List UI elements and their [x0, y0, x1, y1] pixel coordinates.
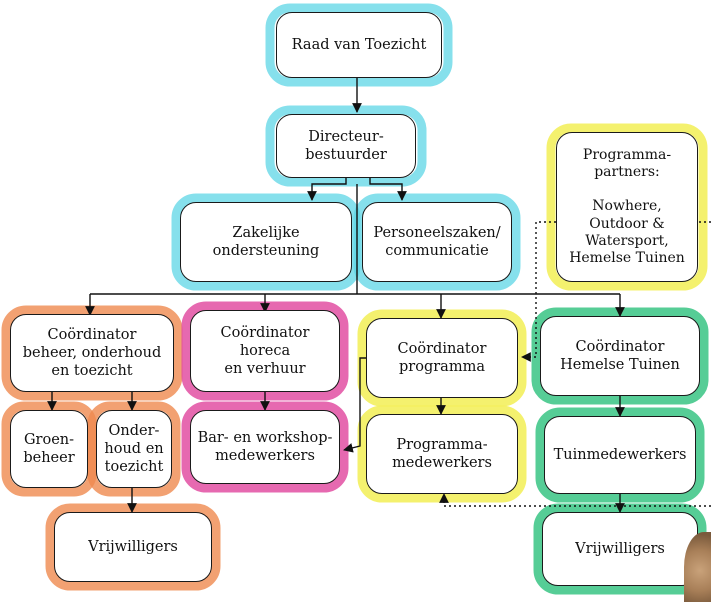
halo-raad: [265, 3, 453, 87]
node-vrijwilligers-right: Vrijwilligers: [542, 512, 698, 586]
halo-partners: [546, 123, 708, 291]
node-coordinator-programma: Coördinator programma: [366, 318, 518, 398]
arrow-directeur-zakelijk: [307, 178, 347, 201]
node-directeur-bestuurder: Directeur- bestuurder: [276, 114, 416, 178]
node-vrijwilligers-left: Vrijwilligers: [54, 512, 212, 582]
node-zakelijke-ondersteuning: Zakelijke ondersteuning: [180, 202, 352, 282]
node-programmapartners: Programma- partners: Nowhere, Outdoor & …: [556, 132, 698, 282]
dotted-connectors: [439, 221, 711, 507]
node-coordinator-hemelse-tuinen: Coördinator Hemelse Tuinen: [540, 316, 700, 396]
dotted-tuinen-programma: [439, 493, 711, 507]
node-personeelszaken: Personeelszaken/ communicatie: [362, 202, 512, 282]
halo-personeel: [353, 193, 521, 291]
highlight-halos: [1, 3, 709, 595]
dotted-partners-programma: [521, 221, 711, 362]
node-onderhoud-toezicht: Onder- houd en toezicht: [96, 410, 172, 488]
arrow-directeur-personeel: [369, 178, 407, 201]
connectors: [47, 77, 625, 513]
node-groenbeheer: Groen- beheer: [10, 410, 88, 488]
node-raad-van-toezicht: Raad van Toezicht: [276, 12, 442, 78]
node-coordinator-beheer: Coördinator beheer, onderhoud en toezich…: [10, 314, 174, 392]
node-tuinmedewerkers: Tuinmedewerkers: [544, 416, 696, 494]
node-bar-workshop: Bar- en workshop- medewerkers: [190, 410, 340, 484]
node-coordinator-horeca: Coördinator horeca en verhuur: [190, 310, 340, 392]
photo-corner-image: [684, 532, 711, 602]
node-programmamedewerkers: Programma- medewerkers: [366, 414, 518, 494]
arrow-programma-bar: [343, 357, 366, 453]
